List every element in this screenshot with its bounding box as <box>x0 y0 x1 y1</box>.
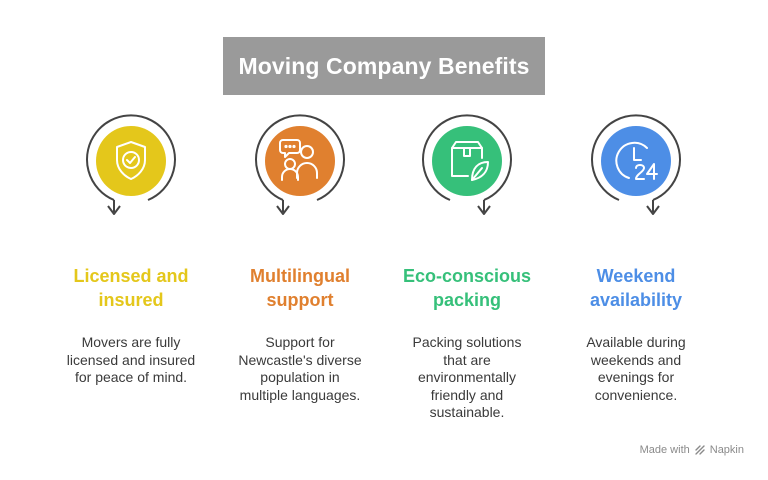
shield-check-icon <box>116 141 146 180</box>
benefit-ring <box>255 114 345 215</box>
benefit-eco-packing: Eco-conscious packing Packing solutions … <box>383 106 551 422</box>
napkin-logo-icon <box>695 445 705 455</box>
benefit-heading: Eco-conscious packing <box>402 266 532 310</box>
eco-box-leaf-icon <box>451 141 489 181</box>
benefit-multilingual: Multilingual support Support for Newcast… <box>216 106 384 404</box>
benefit-circle <box>432 126 502 196</box>
footer-brand: Napkin <box>709 444 744 456</box>
benefit-heading: Licensed and insured <box>73 266 189 310</box>
footer-prefix: Made with <box>639 444 690 456</box>
benefit-heading: Multilingual support <box>250 266 350 310</box>
benefit-weekend: Weekend availability Available during we… <box>552 106 720 404</box>
benefit-description: Support for Newcastle's diverse populati… <box>238 334 362 403</box>
benefit-description: Movers are fully licensed and insured fo… <box>66 334 196 385</box>
benefit-circle <box>265 126 335 196</box>
page-title: Moving Company Benefits <box>238 52 530 79</box>
benefit-description: Available during weekends and evenings f… <box>586 334 686 403</box>
benefit-heading: Weekend availability <box>589 266 683 310</box>
title-banner: Moving Company Benefits <box>223 37 545 95</box>
made-with-napkin-footer: Made with Napkin <box>640 444 744 456</box>
benefit-ring <box>422 114 512 215</box>
clock-24-icon <box>615 141 658 180</box>
benefit-ring <box>591 114 681 215</box>
benefit-ring <box>86 114 176 215</box>
people-chat-icon <box>279 139 318 181</box>
benefit-licensed: Licensed and insured Movers are fully li… <box>47 106 215 387</box>
benefit-description: Packing solutions that are environmental… <box>412 334 522 420</box>
